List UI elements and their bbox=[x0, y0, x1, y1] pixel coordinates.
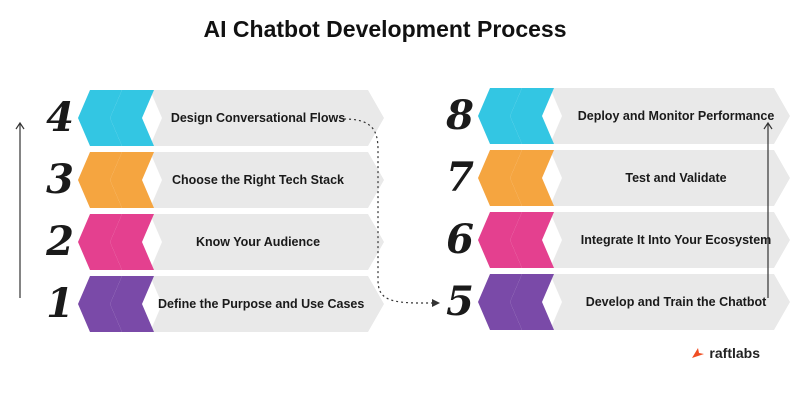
pink-chevron-banner bbox=[78, 214, 384, 270]
raftlabs-logo-icon bbox=[692, 348, 705, 358]
purple-chevron-banner bbox=[478, 274, 790, 330]
orange-chevron-banner bbox=[478, 150, 790, 206]
step-label: Develop and Train the Chatbot bbox=[585, 295, 767, 309]
step-label: Know Your Audience bbox=[195, 235, 321, 249]
purple-chevron-banner bbox=[78, 276, 384, 332]
step-8: 8 Deploy and Monitor Performance bbox=[440, 88, 790, 144]
step-label: Integrate It Into Your Ecosystem bbox=[580, 233, 772, 247]
brand-name: raftlabs bbox=[709, 345, 760, 361]
step-label: Define the Purpose and Use Cases bbox=[158, 297, 365, 311]
cyan-chevron-banner bbox=[478, 88, 790, 144]
cyan-chevron-banner bbox=[78, 90, 384, 146]
step-number: 3 bbox=[46, 156, 74, 203]
step-3: 3 Choose the Right Tech Stack bbox=[40, 152, 384, 208]
brand-logo: raftlabs bbox=[691, 345, 760, 361]
step-6: 6 Integrate It Into Your Ecosystem bbox=[440, 212, 790, 268]
step-label: Test and Validate bbox=[625, 171, 727, 185]
step-label: Deploy and Monitor Performance bbox=[577, 109, 775, 123]
step-number: 4 bbox=[46, 94, 74, 141]
page-title: AI Chatbot Development Process bbox=[203, 16, 567, 42]
step-5: 5 Develop and Train the Chatbot bbox=[440, 274, 790, 330]
left-up-arrow-icon bbox=[15, 121, 25, 298]
step-4: 4 Design Conversational Flows bbox=[40, 90, 384, 146]
orange-chevron-banner bbox=[78, 152, 384, 208]
step-2: 2 Know Your Audience bbox=[40, 214, 384, 270]
step-7: 7 Test and Validate bbox=[440, 150, 790, 206]
step-label: Design Conversational Flows bbox=[170, 111, 346, 125]
step-number: 1 bbox=[46, 280, 74, 327]
step-number: 7 bbox=[446, 154, 474, 201]
step-number: 8 bbox=[446, 92, 474, 139]
step-label: Choose the Right Tech Stack bbox=[171, 173, 344, 187]
right-up-arrow-icon bbox=[763, 121, 773, 298]
step-number: 6 bbox=[446, 216, 474, 263]
step-number: 2 bbox=[46, 218, 74, 265]
pink-chevron-banner bbox=[478, 212, 790, 268]
step-1: 1 Define the Purpose and Use Cases bbox=[40, 276, 384, 332]
step-number: 5 bbox=[446, 278, 474, 325]
